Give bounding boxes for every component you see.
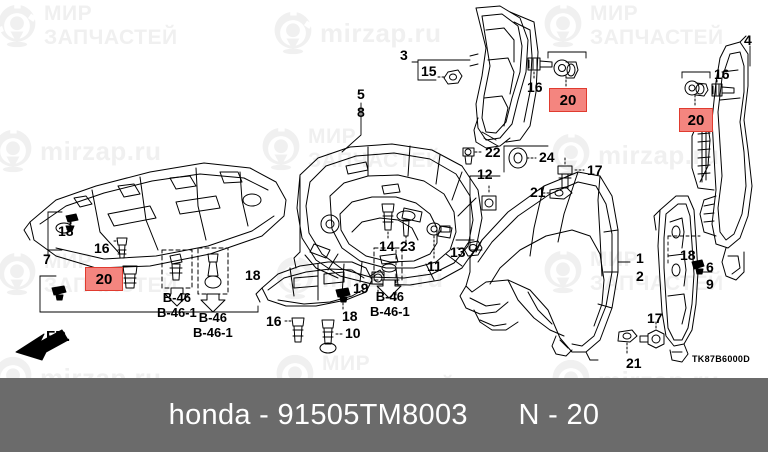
clip-20-right: [681, 71, 711, 107]
ref-arrow-b46-2: [197, 247, 229, 313]
callout-5: 5: [357, 86, 365, 102]
footer-separator: -: [259, 398, 270, 431]
clip-12: [469, 175, 501, 251]
callout-18: 18: [342, 308, 358, 324]
exploded-parts-diagram: [15, 5, 753, 363]
reference-label-line1: B-46: [375, 289, 404, 304]
diagram-reference-code: TK87B6000D: [692, 354, 751, 364]
part-fender-liner: [293, 143, 483, 286]
part-front-fender: [459, 171, 619, 361]
clip-16-bottom: [283, 317, 305, 343]
highlighted-callout-label: 20: [687, 111, 705, 129]
callout-4: 4: [744, 32, 752, 48]
part-inner-bracket: [469, 5, 539, 149]
callout-18: 18: [245, 267, 261, 283]
callout-21: 21: [626, 355, 642, 371]
callout-7: 7: [43, 251, 51, 267]
callout-16: 16: [266, 313, 282, 329]
callout-23: 23: [400, 238, 416, 254]
ref-arrow-b46-3: [373, 247, 403, 299]
clip-22: [462, 147, 483, 165]
highlighted-callout-label: 20: [559, 91, 577, 109]
leader-bracket-18-lower: [39, 275, 259, 313]
footer-part-number: 91505TM8003: [277, 398, 468, 431]
front-direction-arrow: [15, 329, 69, 361]
clip-21-lower: [617, 329, 638, 355]
callout-21: 21: [530, 184, 546, 200]
reference-label-line1: B-46: [198, 310, 227, 325]
reference-label-line2: B-46-1: [157, 304, 197, 320]
reference-label-b46: B-46 B-46-1: [157, 290, 197, 321]
highlighted-callout-20[interactable]: 20: [85, 267, 123, 291]
callout-22: 22: [485, 144, 501, 160]
bolt-16-top: [527, 57, 553, 79]
clip-18-right: [691, 259, 705, 275]
nut-15: [437, 69, 463, 85]
callout-14: 14: [379, 238, 395, 254]
bolt-17-lower: [639, 321, 665, 349]
bolt-11: [426, 222, 451, 261]
callout-6: 6: [706, 259, 714, 275]
callout-17: 17: [647, 310, 663, 326]
callout-16: 16: [714, 66, 730, 82]
ref-arrow-b46-1: [161, 249, 193, 307]
callout-11: 11: [427, 258, 442, 274]
clip-18-lower-right: [335, 287, 351, 311]
footer-section-code: N - 20: [518, 398, 600, 431]
bolt-16-right: [711, 75, 735, 97]
footer-brand: honda: [168, 398, 251, 431]
callout-16: 16: [94, 240, 110, 256]
leader-bracket-3: [411, 59, 471, 81]
footer-text: honda - 91505TM8003 N - 20: [169, 399, 600, 432]
reference-label-b46: B-46 B-46-1: [193, 310, 233, 341]
callout-24: 24: [539, 149, 555, 165]
callout-10: 10: [345, 325, 361, 341]
callout-17: 17: [587, 162, 603, 178]
highlighted-callout-20[interactable]: 20: [679, 108, 713, 132]
callout-18: 18: [58, 223, 74, 239]
part-under-cover: [23, 162, 287, 269]
callout-15: 15: [421, 63, 437, 79]
callout-3: 3: [400, 47, 408, 63]
callout-12: 12: [477, 166, 493, 182]
callout-1: 1: [636, 250, 644, 266]
callout-16: 16: [527, 79, 543, 95]
callout-9: 9: [706, 276, 714, 292]
reference-label-line2: B-46-1: [370, 303, 410, 319]
leader-bracket-18-right: [667, 235, 701, 265]
highlighted-callout-label: 20: [95, 270, 113, 288]
clip-20-top: [547, 51, 587, 87]
clip-23: [396, 210, 416, 243]
front-direction-label: FR.: [46, 328, 71, 345]
highlighted-callout-20[interactable]: 20: [549, 88, 587, 112]
clip-18-lower-left: [51, 285, 67, 301]
grommet-24: [503, 145, 549, 173]
callout-18: 18: [680, 247, 696, 263]
callout-13: 13: [450, 244, 466, 260]
leader-5-8: [341, 102, 362, 153]
footer-bar: honda - 91505TM8003 N - 20: [0, 378, 768, 452]
clip-14: [381, 203, 395, 241]
callout-8: 8: [357, 104, 365, 120]
reference-label-line2: B-46-1: [193, 324, 233, 340]
part-pillar-panel: [653, 195, 699, 363]
leader-bracket-7: [47, 211, 63, 257]
bolt-10: [319, 319, 345, 354]
clip-16-left: [111, 237, 128, 259]
clip-18-left: [65, 213, 79, 232]
reference-label-line1: B-46: [162, 290, 191, 305]
bolt-17-upper: [557, 157, 585, 189]
callout-19: 19: [353, 280, 369, 296]
reference-label-b46: B-46 B-46-1: [370, 289, 410, 320]
callout-2: 2: [636, 268, 644, 284]
